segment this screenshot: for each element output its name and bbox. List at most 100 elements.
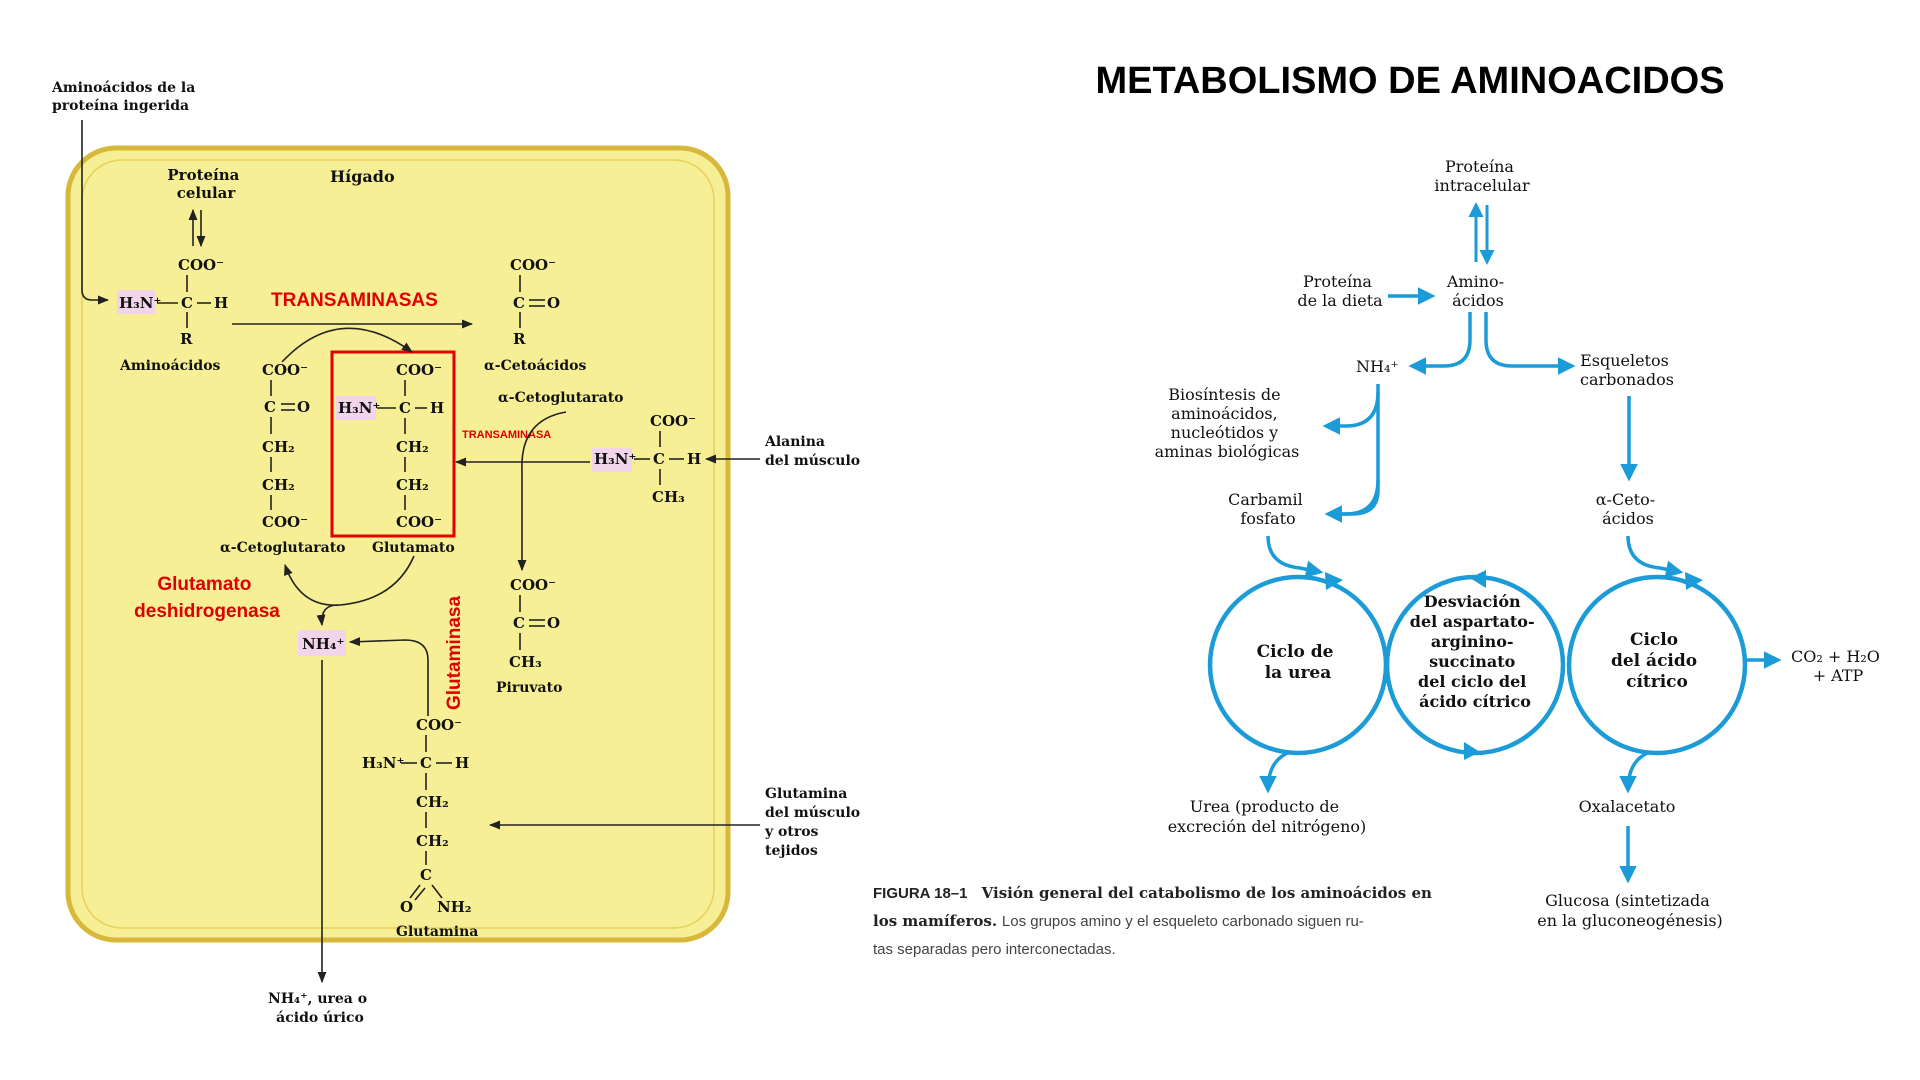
- svg-text:O: O: [400, 898, 413, 916]
- split-arrow-left: [1408, 312, 1472, 375]
- svg-text:O: O: [547, 294, 560, 312]
- glutamine-label: Glutamina: [396, 924, 478, 940]
- diet-protein-label: Proteína de la dieta: [1297, 272, 1383, 310]
- glutamine-source-label: Glutamina del músculo y otros tejidos: [764, 786, 865, 859]
- svg-text:C: C: [264, 398, 276, 416]
- svg-text:C: C: [420, 754, 432, 772]
- akg-structure: COO⁻ C O CH₂ CH₂ COO⁻: [262, 361, 310, 531]
- amino-acids-node: Amino- ácidos: [1446, 272, 1509, 310]
- svg-text:COO⁻: COO⁻: [262, 513, 308, 531]
- carbon-skeletons-label: Esqueletos carbonados: [1580, 351, 1674, 389]
- ingested-arrow: [81, 120, 110, 305]
- citric-cycle-label: Ciclo del ácido cítrico: [1611, 630, 1703, 692]
- svg-text:H₃N⁺: H₃N⁺: [338, 399, 380, 417]
- svg-text:COO⁻: COO⁻: [396, 513, 442, 531]
- svg-text:H: H: [687, 450, 701, 468]
- akg-label: α-Cetoglutarato: [220, 540, 346, 556]
- shunt-arrowhead-top: [1470, 570, 1486, 588]
- svg-text:COO⁻: COO⁻: [650, 412, 696, 430]
- svg-text:CH₃: CH₃: [652, 488, 685, 506]
- nh3-highlight: [117, 290, 155, 314]
- liver-box-inner: [81, 159, 715, 929]
- liver-label: Hígado: [330, 167, 395, 186]
- svg-text:R: R: [513, 330, 526, 348]
- alanine-structure: COO⁻ H₃N⁺ C H CH₃: [592, 412, 701, 506]
- svg-text:COO⁻: COO⁻: [416, 716, 462, 734]
- glucose-label: Glucosa (sintetizada en la gluconeogénes…: [1537, 891, 1723, 930]
- transaminases-label: TRANSAMINASAS: [271, 290, 438, 311]
- biosynthesis-label: Biosíntesis de aminoácidos, nucleótidos …: [1155, 385, 1300, 461]
- svg-text:COO⁻: COO⁻: [178, 256, 224, 274]
- nh4-label: NH₄⁺: [302, 635, 344, 653]
- svg-text:COO⁻: COO⁻: [262, 361, 308, 379]
- oxaloacetate-label: Oxalacetato: [1579, 797, 1676, 816]
- split-arrow-right: [1484, 312, 1576, 375]
- nh4-highlight: [298, 630, 346, 656]
- bottom-output-label: NH₄⁺, urea o ácido úrico: [268, 991, 372, 1026]
- svg-text:C: C: [399, 399, 411, 417]
- right-diagram: Proteína intracelular Proteína de la die…: [873, 157, 1885, 958]
- caption-bold-2: los mamíferos.: [873, 912, 997, 930]
- amino-acid-structure: COO⁻ H₃N⁺ C H R: [117, 256, 228, 348]
- keto-acids-node: α-Ceto- ácidos: [1596, 490, 1660, 528]
- cell-protein-label: Proteína celular: [167, 166, 244, 202]
- svg-text:H₃N⁺: H₃N⁺: [362, 754, 404, 772]
- glutamine-structure: COO⁻ H₃N⁺ C H CH₂ CH₂ C O NH₂: [362, 716, 471, 916]
- urea-out-arrow: [1259, 750, 1291, 794]
- transaminase-small-label: TRANSAMINASA: [462, 429, 551, 441]
- svg-text:C: C: [513, 614, 525, 632]
- urea-label: Urea (producto de excreción del nitrógen…: [1168, 797, 1367, 836]
- svg-text:COO⁻: COO⁻: [510, 576, 556, 594]
- gdh-arc: [284, 555, 415, 606]
- svg-text:CH₂: CH₂: [416, 793, 449, 811]
- caption-text-3: tas separadas pero interconectadas.: [873, 941, 1116, 958]
- svg-text:NH₂: NH₂: [437, 898, 471, 916]
- caption-bold-1: Visión general del catabolismo de los am…: [981, 884, 1432, 902]
- nh4-down-line: [1330, 384, 1380, 516]
- svg-text:H: H: [455, 754, 469, 772]
- glutamate-label: Glutamato: [372, 540, 455, 556]
- shunt-arrowhead-bottom: [1464, 742, 1480, 760]
- keto-to-citric-arrow: [1626, 535, 1684, 578]
- akg-mid-label: α-Cetoglutarato: [498, 390, 624, 406]
- svg-text:H: H: [430, 399, 444, 417]
- biosynthesis-arrow: [1322, 391, 1380, 435]
- caption-figure-label: FIGURA 18–1: [873, 885, 967, 902]
- oxaloacetate-out-arrow: [1619, 750, 1651, 794]
- aspartate-shunt-label: Desviación del aspartato- arginino- succ…: [1410, 592, 1540, 711]
- citric-cycle-circle: [1566, 574, 1748, 756]
- intracellular-protein-label: Proteína intracelular: [1434, 157, 1530, 195]
- alanine-source-label: Alanina del músculo: [764, 434, 860, 469]
- ingested-amino-acids-label: Aminoácidos de la proteína ingerida: [51, 80, 200, 114]
- svg-text:CH₂: CH₂: [262, 476, 295, 494]
- svg-text:C: C: [513, 294, 525, 312]
- nh4-node: NH₄⁺: [1356, 357, 1399, 376]
- svg-text:R: R: [180, 330, 193, 348]
- svg-text:O: O: [547, 614, 560, 632]
- citric-outputs-label: CO₂ + H₂O + ATP: [1791, 647, 1885, 685]
- pyruvate-structure: COO⁻ C O CH₃: [509, 576, 560, 671]
- glutamate-highlight-box: [330, 350, 456, 538]
- svg-text:CH₂: CH₂: [396, 476, 429, 494]
- svg-text:C: C: [653, 450, 665, 468]
- svg-text:C: C: [420, 866, 432, 884]
- urea-cycle-arrowhead: [1325, 572, 1343, 590]
- akg-to-pyruvate-arrow: [517, 411, 567, 572]
- svg-text:los mamíferos. Los gr: los mamíferos. Los grupos amino y el esq…: [873, 912, 1364, 930]
- carbamoyl-phosphate-label: Carbamil fosfato: [1228, 490, 1308, 528]
- amino-acids-label: Aminoácidos: [119, 358, 221, 374]
- svg-text:C: C: [181, 294, 193, 312]
- svg-text:FIGURA 18–1 Visión gen: FIGURA 18–1 Visión general del catabolis…: [873, 884, 1432, 902]
- citric-cycle-arrowhead: [1685, 572, 1703, 590]
- svg-text:O: O: [297, 398, 310, 416]
- liver-box: [65, 145, 731, 943]
- svg-text:COO⁻: COO⁻: [396, 361, 442, 379]
- akg-glutamate-arc: [281, 327, 413, 363]
- glutaminase-label: Glutaminasa: [444, 596, 465, 710]
- figure-caption: FIGURA 18–1 Visión general del catabolis…: [873, 884, 1432, 958]
- keto-acids-label: α-Cetoácidos: [484, 358, 586, 374]
- gdh-label: Glutamato deshidrogenasa: [134, 574, 280, 622]
- urea-cycle-label: Ciclo de la urea: [1257, 642, 1340, 683]
- glutaminase-nh4-arrow: [348, 637, 429, 716]
